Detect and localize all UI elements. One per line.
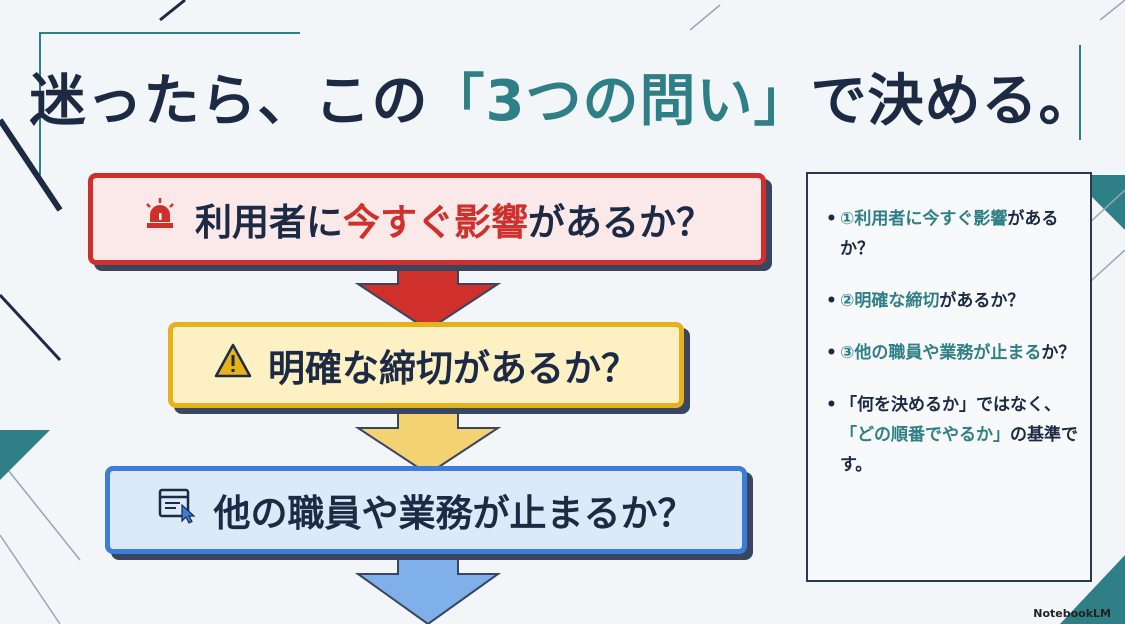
- summary-bullet-2: • ②明確な締切があるか？: [826, 291, 1025, 311]
- summary-panel: • ①利用者に今すぐ影響があるか？ • ②明確な締切があるか？ • ③他の職員や…: [806, 172, 1092, 582]
- question-text-1: 利用者に今すぐ影響があるか？: [195, 201, 713, 244]
- arrow-down-1: [354, 259, 502, 332]
- question-box-1: 利用者に今すぐ影響があるか？: [88, 173, 766, 265]
- page-title: 迷ったら、この「3つの問い」で決める。: [29, 69, 1096, 134]
- watermark: NotebookLM: [1033, 607, 1111, 620]
- arrow-down-3: [354, 549, 502, 624]
- window-click-icon: [158, 487, 198, 534]
- summary-bullet-4: • 「何を決めるか」ではなく、「どの順番でやるか」の基準です。: [826, 395, 1078, 475]
- warning-icon: [214, 343, 252, 388]
- siren-icon: [141, 196, 179, 243]
- summary-bullet-1: • ①利用者に今すぐ影響があるか？: [826, 209, 1059, 259]
- question-text-3: 他の職員や業務が止まるか？: [213, 492, 695, 535]
- question-text-2: 明確な締切があるか？: [268, 347, 638, 390]
- question-box-2: 明確な締切があるか？: [168, 322, 684, 408]
- title-highlight: 「3つの問い」: [428, 69, 811, 134]
- summary-bullet-3: • ③他の職員や業務が止まるか？: [826, 343, 1076, 363]
- question-box-3: 他の職員や業務が止まるか？: [105, 466, 747, 554]
- arrow-down-2: [354, 403, 502, 476]
